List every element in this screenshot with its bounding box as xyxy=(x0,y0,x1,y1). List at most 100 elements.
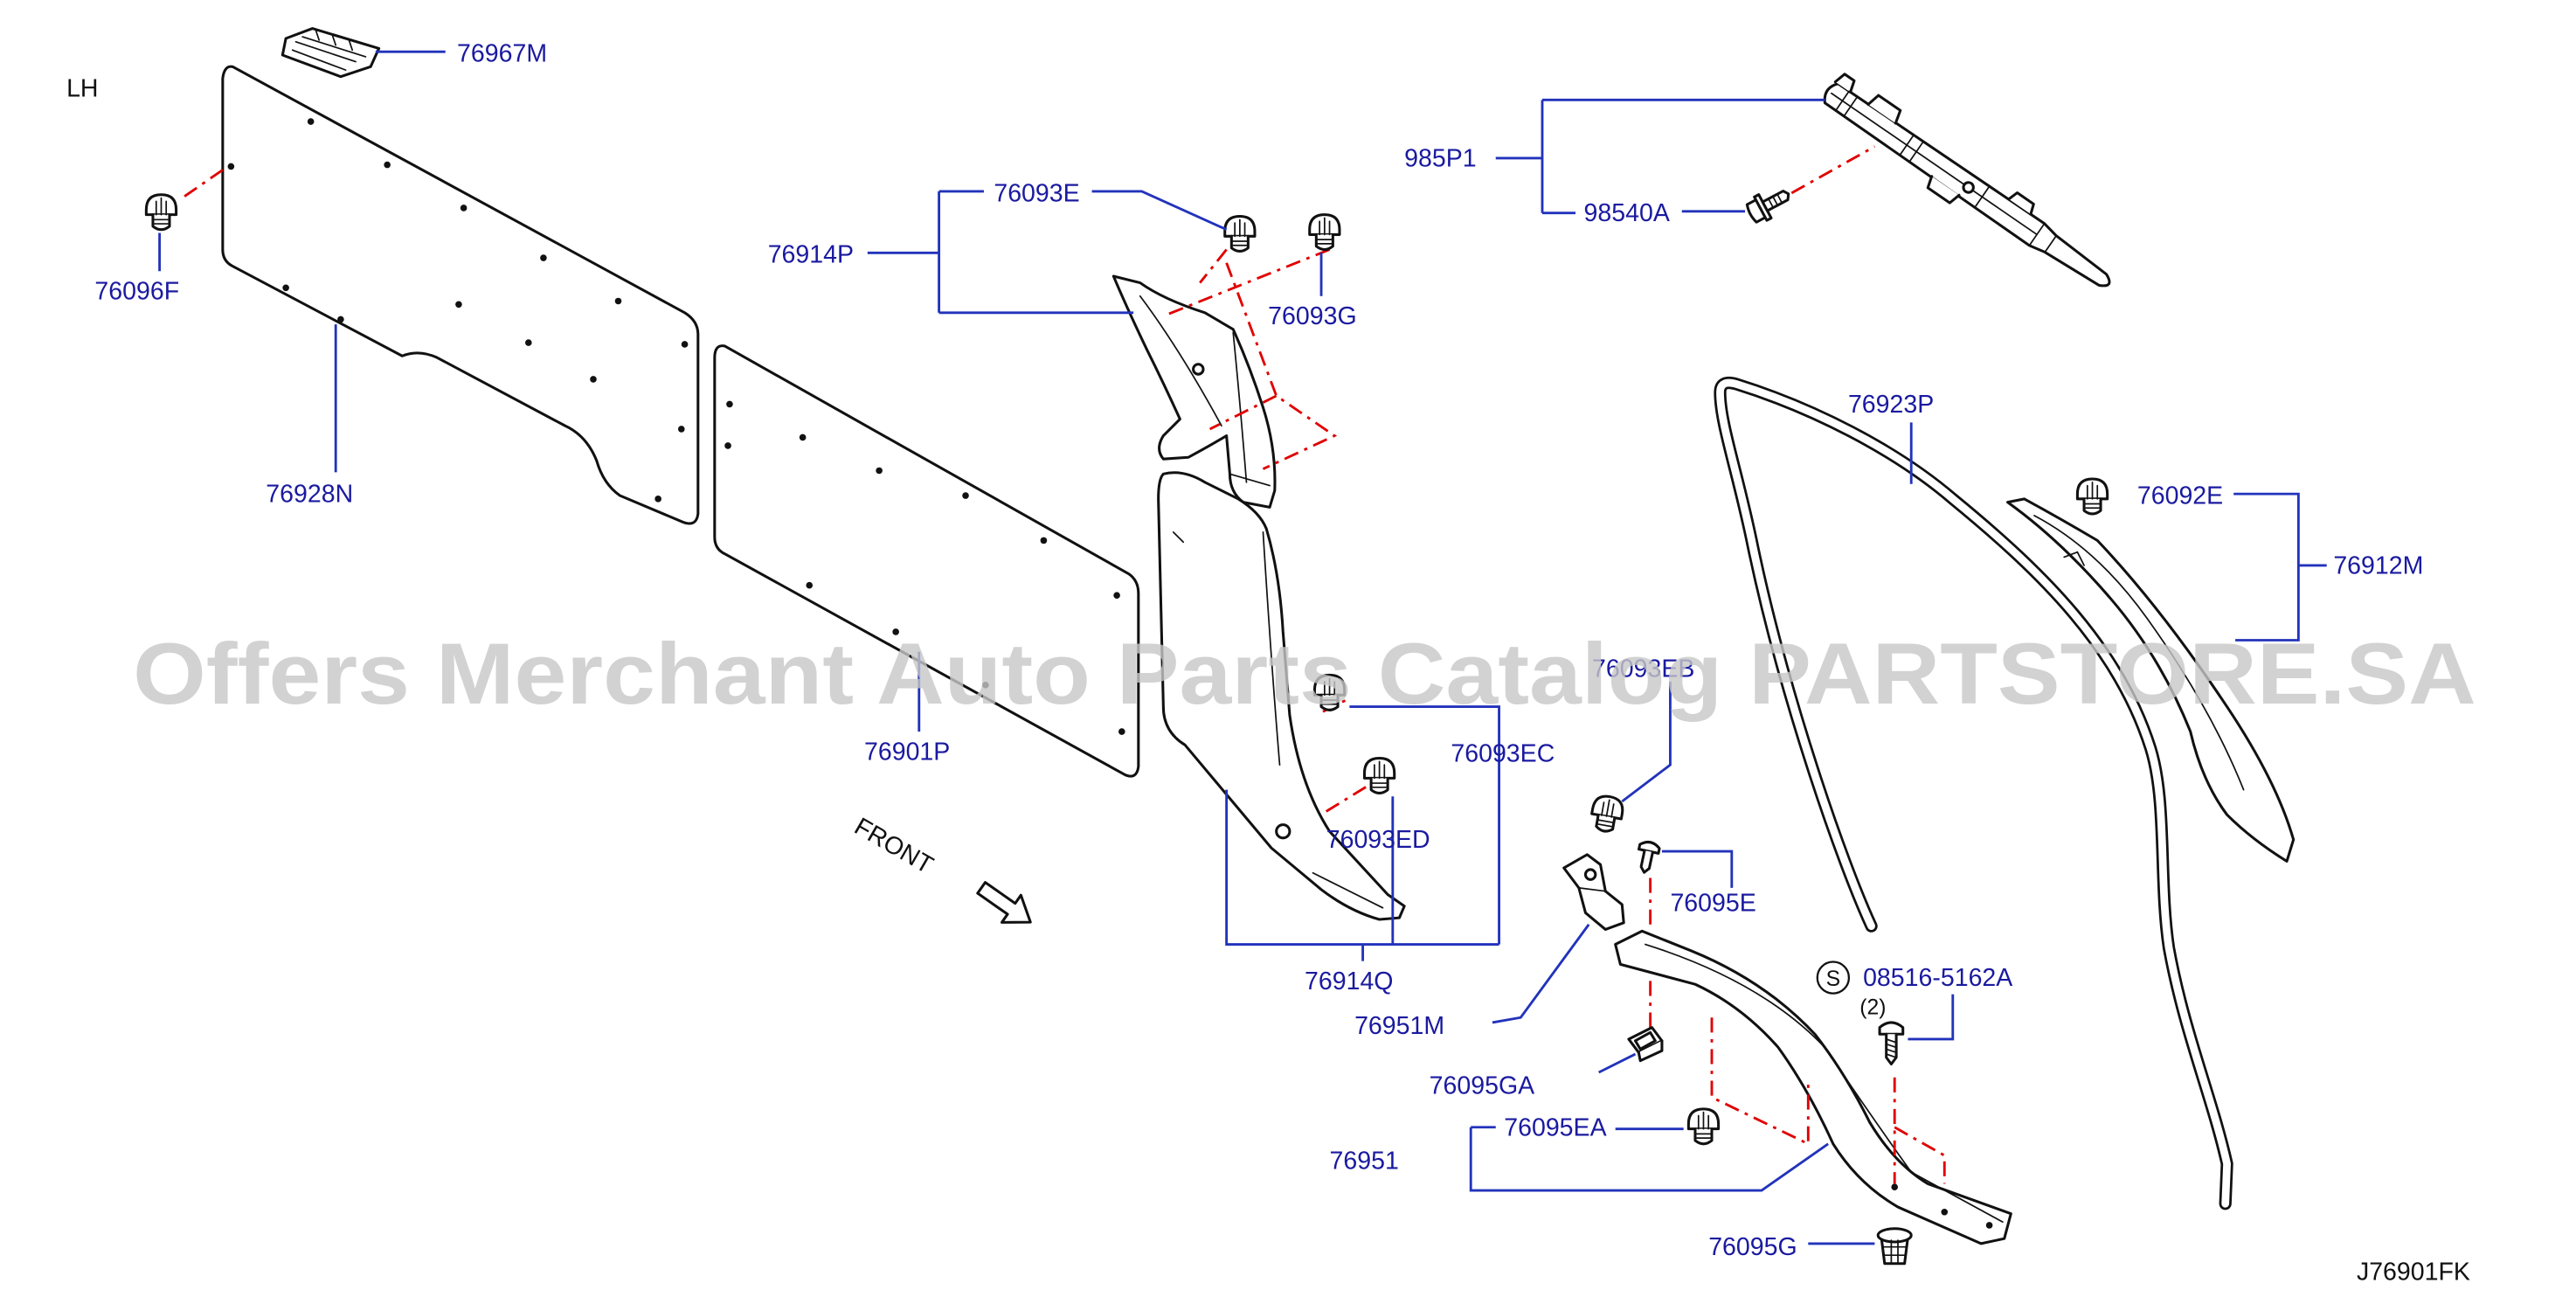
lower-pillar-trim-edge xyxy=(1172,531,1384,909)
callout-76093ed: 76093ED xyxy=(1326,826,1430,854)
callout-76951m: 76951M xyxy=(1354,1012,1444,1040)
opening-trim xyxy=(2006,497,2296,863)
callout-76093g: 76093G xyxy=(1268,302,1356,330)
rail-hook xyxy=(1833,73,1856,94)
sill-plate-hole xyxy=(1891,1183,1899,1191)
rear-panel-fastener-holes xyxy=(227,118,689,503)
upper-pillar-trim-flange xyxy=(1139,295,1271,487)
kick-bracket-hole xyxy=(1583,868,1597,881)
drawing-number: J76901FK xyxy=(2357,1259,2470,1287)
grille-clip-ribs xyxy=(291,29,367,71)
assembly-lines-sill xyxy=(1649,877,1946,1184)
callout-76914p: 76914P xyxy=(768,241,854,269)
rear-panel xyxy=(221,65,700,525)
grille-clip-body xyxy=(280,27,381,79)
leader-76095e xyxy=(1661,850,1734,888)
push-clip-76093e xyxy=(1223,214,1257,253)
sill-plate-hole xyxy=(1941,1208,1949,1216)
lower-pillar-trim xyxy=(1157,471,1406,921)
leader-985p1-bracket xyxy=(1495,98,1825,215)
kick-bracket-body xyxy=(1562,853,1625,931)
front-panel xyxy=(713,344,1140,778)
upper-pillar-trim xyxy=(1111,274,1277,509)
upper-pillar-trim-outline xyxy=(1111,274,1277,509)
bolt-98540a xyxy=(1742,180,1797,227)
front-panel-fastener-holes xyxy=(724,400,1125,735)
rail-collars xyxy=(1831,90,2058,253)
leader-76093eb xyxy=(1621,682,1672,803)
callout-76914q: 76914Q xyxy=(1305,968,1393,995)
screw-quantity: (2) xyxy=(1859,995,1886,1019)
upper-pillar-trim-hole xyxy=(1192,363,1205,376)
standard-part-symbol: S xyxy=(1826,968,1841,991)
screw-08516-5162a xyxy=(1878,1021,1905,1066)
assembly-line-76093e xyxy=(1199,248,1228,284)
callout-76092e: 76092E xyxy=(2137,482,2223,510)
rear-panel-outline xyxy=(221,65,700,525)
assembly-line-76093ed xyxy=(1325,783,1370,813)
sill-plate-flange xyxy=(1645,943,2004,1224)
assembly-line-76093g xyxy=(1162,248,1331,317)
lower-pillar-trim-outline xyxy=(1157,471,1406,921)
callout-76095e: 76095E xyxy=(1670,890,1755,918)
rail-bracket-b xyxy=(1926,175,1961,205)
callout-76093ec: 76093EC xyxy=(1451,739,1555,767)
rail-bracket-c xyxy=(2007,191,2035,216)
callout-08516-5162a: 08516-5162A xyxy=(1863,964,2012,992)
pin-76095e xyxy=(1632,838,1662,877)
callout-76095ea: 76095EA xyxy=(1504,1113,1606,1141)
push-clip-76095ea xyxy=(1686,1107,1721,1146)
push-clip-76093ed xyxy=(1362,757,1396,794)
callout-76095g: 76095G xyxy=(1708,1233,1797,1261)
leader-08516-5162a xyxy=(1908,994,1955,1041)
callout-76093e: 76093E xyxy=(994,179,1079,207)
weatherstrip xyxy=(1714,376,2233,1210)
leader-76914p-bracket xyxy=(867,190,1134,315)
rail-bracket-a xyxy=(1866,94,1902,125)
sill-plate-hole xyxy=(1985,1222,1993,1229)
rail-assembly xyxy=(1823,73,2111,288)
opening-trim-edge xyxy=(2033,514,2245,791)
leader-76951m xyxy=(1492,923,1590,1024)
lower-pillar-trim-hole xyxy=(1275,823,1291,840)
front-arrow-icon xyxy=(976,881,1032,924)
standard-part-symbol-icon xyxy=(1816,961,1851,995)
assembly-line-76096f xyxy=(184,165,229,198)
leader-76095ga xyxy=(1598,1052,1637,1074)
callout-76093eb: 76093EB xyxy=(1592,655,1694,683)
push-clip-76092e xyxy=(2075,477,2109,516)
push-clip-76093eb xyxy=(1588,793,1626,836)
kick-bracket-bend xyxy=(1577,887,1607,892)
watermark: Offers Merchant Auto Parts Catalog PARTS… xyxy=(133,625,2476,722)
leader-76951-bracket xyxy=(1469,1126,1829,1192)
leader-76093ec xyxy=(1349,705,1500,945)
front-panel-outline xyxy=(713,344,1140,778)
callout-98540a: 98540A xyxy=(1584,199,1670,227)
side-label: LH xyxy=(66,75,98,103)
leader-76914q-bracket xyxy=(1225,789,1499,961)
callout-76901p: 76901P xyxy=(864,738,950,766)
callout-76912m: 76912M xyxy=(2333,551,2423,579)
callout-76951: 76951 xyxy=(1330,1147,1399,1175)
push-clip-76096f xyxy=(144,193,178,232)
kick-bracket xyxy=(1562,853,1625,931)
callout-76967m: 76967M xyxy=(457,40,547,68)
leader-76093e xyxy=(1091,190,1228,232)
callout-76095ga: 76095GA xyxy=(1430,1072,1535,1100)
rail-bolt-hole xyxy=(1962,181,1975,194)
weatherstrip-channel xyxy=(1716,378,2231,1208)
callout-76928n: 76928N xyxy=(266,481,353,509)
front-direction-label: FRONT xyxy=(849,813,938,880)
assembly-line-pillar-mount xyxy=(1208,262,1338,470)
callout-76096f: 76096F xyxy=(94,278,179,306)
sill-plate xyxy=(1614,929,2012,1245)
opening-trim-outline xyxy=(2006,497,2296,863)
grille-clip-part xyxy=(280,27,381,79)
leader-76912m-bracket xyxy=(2233,492,2327,642)
push-clip-76093g xyxy=(1308,213,1341,252)
nut-clip-76095g xyxy=(1876,1227,1913,1266)
callout-76923p: 76923P xyxy=(1848,391,1934,419)
assembly-line-98540a xyxy=(1790,145,1876,195)
callout-985p1: 985P1 xyxy=(1404,144,1476,172)
